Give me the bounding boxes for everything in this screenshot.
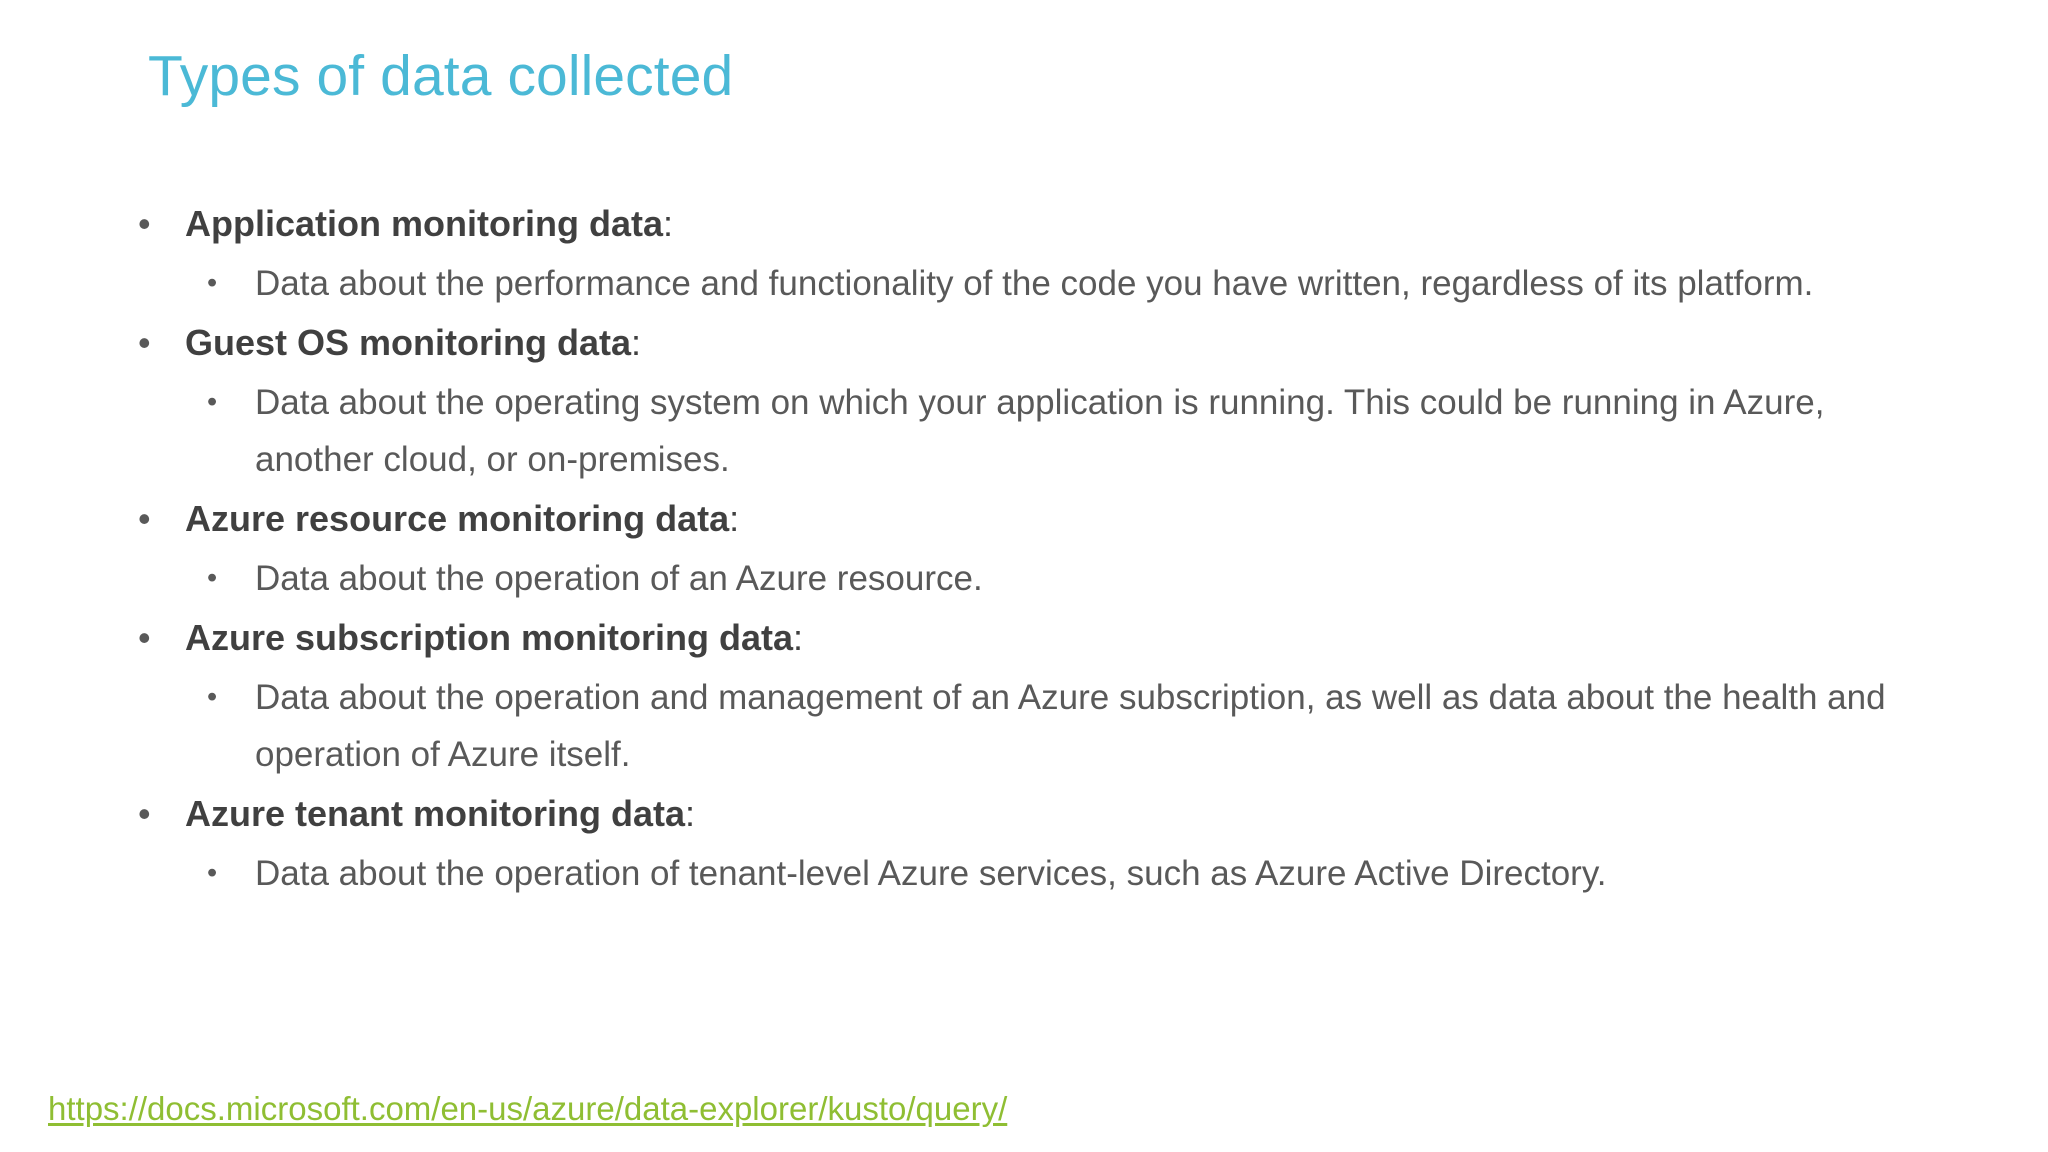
page-title: Types of data collected [148,44,734,108]
list-item-level1: • Application monitoring data: [130,195,1950,253]
list-item-heading: Azure subscription monitoring data: [185,609,1950,667]
list-item-level1: • Azure tenant monitoring data: [130,785,1950,843]
sub-bullet-icon: • [207,681,218,713]
list-item-level2: • Data about the performance and functio… [130,255,1950,312]
list-item-detail: Data about the operation of tenant-level… [255,854,1607,893]
bullet-icon: • [138,617,151,658]
bullet-list: • Application monitoring data: • Data ab… [130,195,1950,904]
list-item-level1: • Azure resource monitoring data: [130,490,1950,548]
list-item-heading-text: Azure subscription monitoring data [185,617,794,658]
list-item-detail: Data about the performance and functiona… [255,264,1814,303]
list-item-level2: • Data about the operating system on whi… [130,374,1950,488]
source-link[interactable]: https://docs.microsoft.com/en-us/azure/d… [48,1090,1008,1127]
list-item-level2: • Data about the operation of tenant-lev… [130,845,1950,902]
list-item-heading-colon: : [685,793,696,834]
list-item-heading-text: Azure resource monitoring data [185,498,730,539]
list-item-level1: • Guest OS monitoring data: [130,314,1950,372]
list-item-detail: Data about the operation and management … [255,678,1886,774]
bullet-icon: • [138,203,151,244]
bullet-icon: • [138,322,151,363]
sub-bullet-icon: • [207,562,218,594]
list-item-heading-colon: : [662,203,673,244]
list-item-heading-colon: : [793,617,804,658]
list-item-heading-colon: : [729,498,740,539]
list-item-heading: Application monitoring data: [185,195,1950,253]
list-item-heading: Guest OS monitoring data: [185,314,1950,372]
list-item-heading-text: Guest OS monitoring data [185,322,632,363]
list-item-heading: Azure resource monitoring data: [185,490,1950,548]
list-item-heading-text: Azure tenant monitoring data [185,793,686,834]
bullet-icon: • [138,793,151,834]
bullet-icon: • [138,498,151,539]
list-item-level2: • Data about the operation of an Azure r… [130,550,1950,607]
sub-bullet-icon: • [207,857,218,889]
list-item-level2: • Data about the operation and managemen… [130,669,1950,783]
list-item-heading: Azure tenant monitoring data: [185,785,1950,843]
list-item-heading-colon: : [631,322,642,363]
sub-bullet-icon: • [207,386,218,418]
list-item-heading-text: Application monitoring data [185,203,663,244]
list-item-level1: • Azure subscription monitoring data: [130,609,1950,667]
list-item-detail: Data about the operation of an Azure res… [255,559,983,598]
sub-bullet-icon: • [207,267,218,299]
list-item-detail: Data about the operating system on which… [255,383,1825,479]
